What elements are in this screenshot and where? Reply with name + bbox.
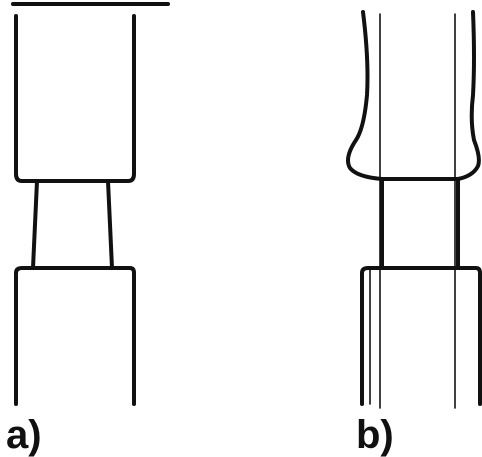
panel-a-lower-tube [14, 266, 136, 406]
panel-b-upper-outer-left-wall [346, 10, 384, 181]
panel-a [11, 2, 170, 406]
panel-b-label: b) [356, 413, 394, 457]
panel-b-connector [380, 177, 460, 270]
panel-a-label: a) [6, 413, 42, 457]
panel-a-upper-tube [14, 14, 136, 183]
panel-b [346, 10, 482, 409]
panel-b-lower-tube [360, 266, 482, 406]
panel-b-upper-outer-right-wall [456, 10, 481, 181]
panel-a-connector [31, 179, 114, 270]
